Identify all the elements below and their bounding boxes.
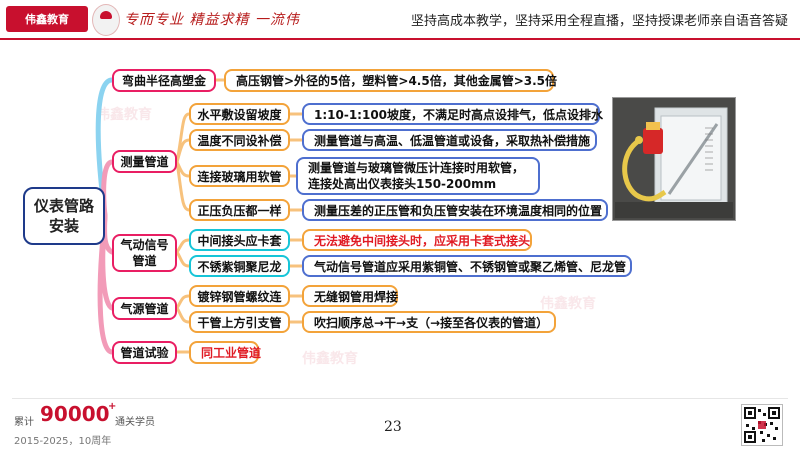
measure-item-3-detail-line-1: 测量管道与玻璃管微压计连接时用软管， <box>308 161 525 175</box>
pneumatic-item-1-detail-text: 无法避免中间接头时，应采用卡套式接头 <box>314 233 531 248</box>
measure-item-2: 温度不同设补偿 <box>189 129 290 151</box>
qr-code-icon <box>741 404 783 446</box>
branch-air-source-pipe: 气源管道 <box>112 297 177 320</box>
pneumatic-item-1-label: 中间接头应卡套 <box>197 233 282 248</box>
header-divider <box>0 38 800 40</box>
root-line-2: 安装 <box>48 217 79 235</box>
header-bar <box>0 0 800 38</box>
brand-logo: 伟鑫教育 <box>6 6 88 32</box>
branch-measure-label: 测量管道 <box>120 155 169 169</box>
air-item-1-detail: 无缝钢管用焊接 <box>302 285 398 307</box>
branch-bend-radius: 弯曲半径高塑金 <box>112 69 216 92</box>
brand-logo-text: 伟鑫教育 <box>25 13 69 26</box>
air-item-2: 干管上方引支管 <box>189 311 290 333</box>
branch-pneumatic-line-2: 管道 <box>132 254 157 268</box>
branch-measure-pipe: 测量管道 <box>112 150 177 173</box>
measure-item-2-label: 温度不同设补偿 <box>197 133 282 148</box>
test-detail-text: 同工业管道 <box>201 346 262 360</box>
measure-item-4-label: 正压负压都一样 <box>197 203 282 218</box>
test-detail: 同工业管道 <box>189 341 262 364</box>
connector-pneumatic-2 <box>175 250 191 268</box>
measure-item-1: 水平敷设留坡度 <box>189 103 290 125</box>
connector-test <box>97 213 115 355</box>
watermark: 伟鑫教育 <box>96 107 152 123</box>
branch-test-label: 管道试验 <box>120 346 169 360</box>
measure-item-2-detail-text: 测量管道与高温、低温管道或设备，采取热补偿措施 <box>314 133 591 148</box>
pneumatic-item-2-label: 不锈紫铜聚尼龙 <box>197 259 282 274</box>
root-node: 仪表管路 安装 <box>23 187 105 245</box>
branch-air-label: 气源管道 <box>120 302 169 316</box>
pneumatic-item-2-detail: 气动信号管道应采用紫铜管、不锈钢管或聚乙烯管、尼龙管 <box>302 255 632 277</box>
bend-detail-text: 高压钢管>外径的5倍，塑料管>4.5倍，其他金属管>3.5倍 <box>236 74 558 88</box>
footer-student-count: 90000 <box>40 402 110 426</box>
air-item-1: 镀锌钢管螺纹连 <box>189 285 290 307</box>
mascot-icon <box>92 4 120 36</box>
measure-item-4: 正压负压都一样 <box>189 199 290 221</box>
page-number: 23 <box>384 419 402 435</box>
measure-item-3-detail-line-2: 连接处高出仪表接头150-200mm <box>308 177 497 191</box>
connector-air-1 <box>175 294 191 310</box>
micro-manometer-illustration <box>613 98 735 220</box>
branch-pipe-test: 管道试验 <box>112 341 177 364</box>
handwritten-slogan: 专而专业 精益求精 一流伟 <box>124 12 300 28</box>
measure-item-1-detail-text: 1:10-1:100坡度，不满足时高点设排气，低点设排水 <box>314 107 604 122</box>
measure-item-1-detail: 1:10-1:100坡度，不满足时高点设排气，低点设排水 <box>302 103 604 125</box>
footer-plus: + <box>108 401 117 412</box>
pneumatic-item-1: 中间接头应卡套 <box>189 229 290 251</box>
measure-item-4-detail-text: 测量压差的正压管和负压管安装在环境温度相同的位置 <box>314 203 603 218</box>
connector-air-2 <box>175 306 191 324</box>
watermark: 伟鑫教育 <box>540 296 596 312</box>
root-line-1: 仪表管路 <box>33 197 94 215</box>
watermark: 伟鑫教育 <box>302 351 358 367</box>
measure-item-3-label: 连接玻璃用软管 <box>197 169 282 184</box>
footer-prefix: 累计 <box>14 417 34 428</box>
air-item-2-label: 干管上方引支管 <box>197 315 282 330</box>
pneumatic-item-2-detail-text: 气动信号管道应采用紫铜管、不锈钢管或聚乙烯管、尼龙管 <box>314 259 627 274</box>
air-item-1-label: 镀锌钢管螺纹连 <box>197 289 282 304</box>
header-tagline: 坚持高成本教学，坚持采用全程直播，坚持授课老师亲自语音答疑 <box>410 14 788 29</box>
air-item-1-detail-text: 无缝钢管用焊接 <box>314 289 399 304</box>
branch-pneumatic-line-1: 气动信号 <box>120 238 169 252</box>
connector-measure-2 <box>175 138 191 164</box>
footer-divider <box>12 398 788 399</box>
measure-item-4-detail: 测量压差的正压管和负压管安装在环境温度相同的位置 <box>302 199 608 221</box>
instrument-photo <box>612 97 736 221</box>
branch-bend-label: 弯曲半径高塑金 <box>121 74 206 88</box>
connector-measure-4 <box>175 160 191 212</box>
bend-detail: 高压钢管>外径的5倍，塑料管>4.5倍，其他金属管>3.5倍 <box>224 69 558 92</box>
footer-suffix: 通关学员 <box>115 417 155 428</box>
pneumatic-item-2: 不锈紫铜聚尼龙 <box>189 255 290 277</box>
connector-pneumatic-1 <box>175 238 191 254</box>
air-item-2-detail-text: 吹扫顺序总→干→支（→接至各仪表的管道） <box>314 315 549 330</box>
branch-pneumatic-pipe: 气动信号 管道 <box>112 234 177 272</box>
measure-item-2-detail: 测量管道与高温、低温管道或设备，采取热补偿措施 <box>302 129 597 151</box>
measure-item-3-detail: 测量管道与玻璃管微压计连接时用软管， 连接处高出仪表接头150-200mm <box>296 157 540 195</box>
footer-years: 2015-2025，10周年 <box>14 436 112 447</box>
pneumatic-item-1-detail: 无法避免中间接头时，应采用卡套式接头 <box>302 229 532 251</box>
measure-item-3: 连接玻璃用软管 <box>189 165 290 187</box>
air-item-2-detail: 吹扫顺序总→干→支（→接至各仪表的管道） <box>302 311 556 333</box>
measure-item-1-label: 水平敷设留坡度 <box>197 107 282 122</box>
